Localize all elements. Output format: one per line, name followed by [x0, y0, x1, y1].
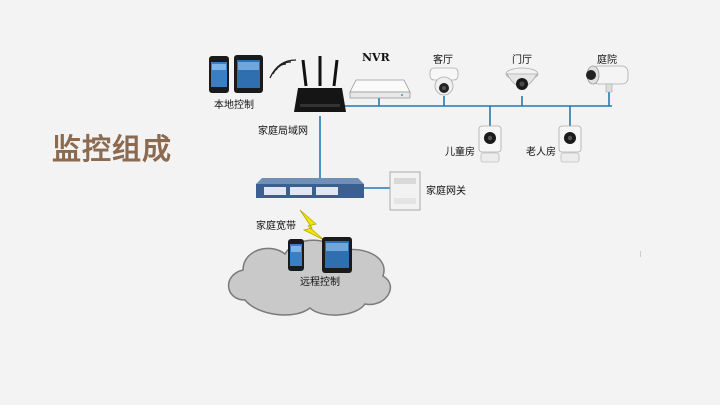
courtyard-label: 庭院 — [597, 55, 617, 66]
network-lines — [319, 92, 612, 189]
remote-phone-icon — [288, 239, 304, 271]
lightning-icon — [299, 209, 325, 241]
living-room-camera-icon — [429, 67, 459, 96]
nvr-device-icon — [349, 79, 411, 99]
home-gateway-label: 家庭网关 — [426, 186, 466, 197]
slide-title: 监控组成 — [52, 132, 173, 166]
local-control-label: 本地控制 — [214, 100, 254, 111]
local-tablet-icon — [234, 55, 263, 93]
router-icon — [294, 56, 346, 112]
door-camera-icon — [505, 67, 539, 90]
kids-room-camera-icon — [478, 125, 502, 163]
local-phone-icon — [209, 56, 229, 93]
remote-tablet-icon — [322, 237, 352, 273]
stray-mark — [640, 251, 641, 257]
living-room-label: 客厅 — [433, 55, 453, 66]
door-label: 门厅 — [512, 55, 532, 66]
elder-room-label: 老人房 — [526, 147, 556, 158]
kids-room-label: 儿童房 — [445, 147, 475, 158]
home-gateway-icon — [389, 171, 421, 211]
home-lan-label: 家庭局域网 — [258, 126, 308, 137]
courtyard-camera-icon — [586, 65, 629, 93]
nvr-label: NVR — [362, 51, 390, 64]
switch-icon — [256, 178, 364, 198]
elder-room-camera-icon — [558, 125, 582, 163]
wifi-signal-icon — [269, 59, 297, 79]
home-broadband-label: 家庭宽带 — [256, 221, 296, 232]
remote-control-label: 远程控制 — [300, 277, 340, 288]
